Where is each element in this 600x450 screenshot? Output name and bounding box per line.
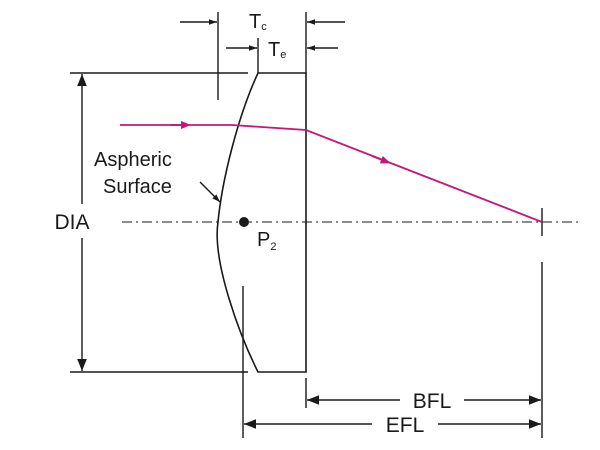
light-ray (120, 124, 543, 223)
aspheric-label-line2: Surface (103, 176, 172, 198)
bfl-label: BFL (413, 390, 452, 413)
principal-point-dot (239, 217, 249, 227)
diameter-label: DIA (54, 211, 89, 234)
lens-outline (216, 72, 307, 373)
ray-arrow-outgoing (371, 155, 391, 164)
te-label: Te (268, 39, 286, 61)
aspheric-label-line1: Aspheric (94, 149, 172, 171)
aspheric-leader-line (199, 181, 221, 203)
efl-label: EFL (386, 414, 425, 437)
tc-label: Tc (249, 11, 267, 33)
principal-point-label: P2 (257, 229, 276, 253)
